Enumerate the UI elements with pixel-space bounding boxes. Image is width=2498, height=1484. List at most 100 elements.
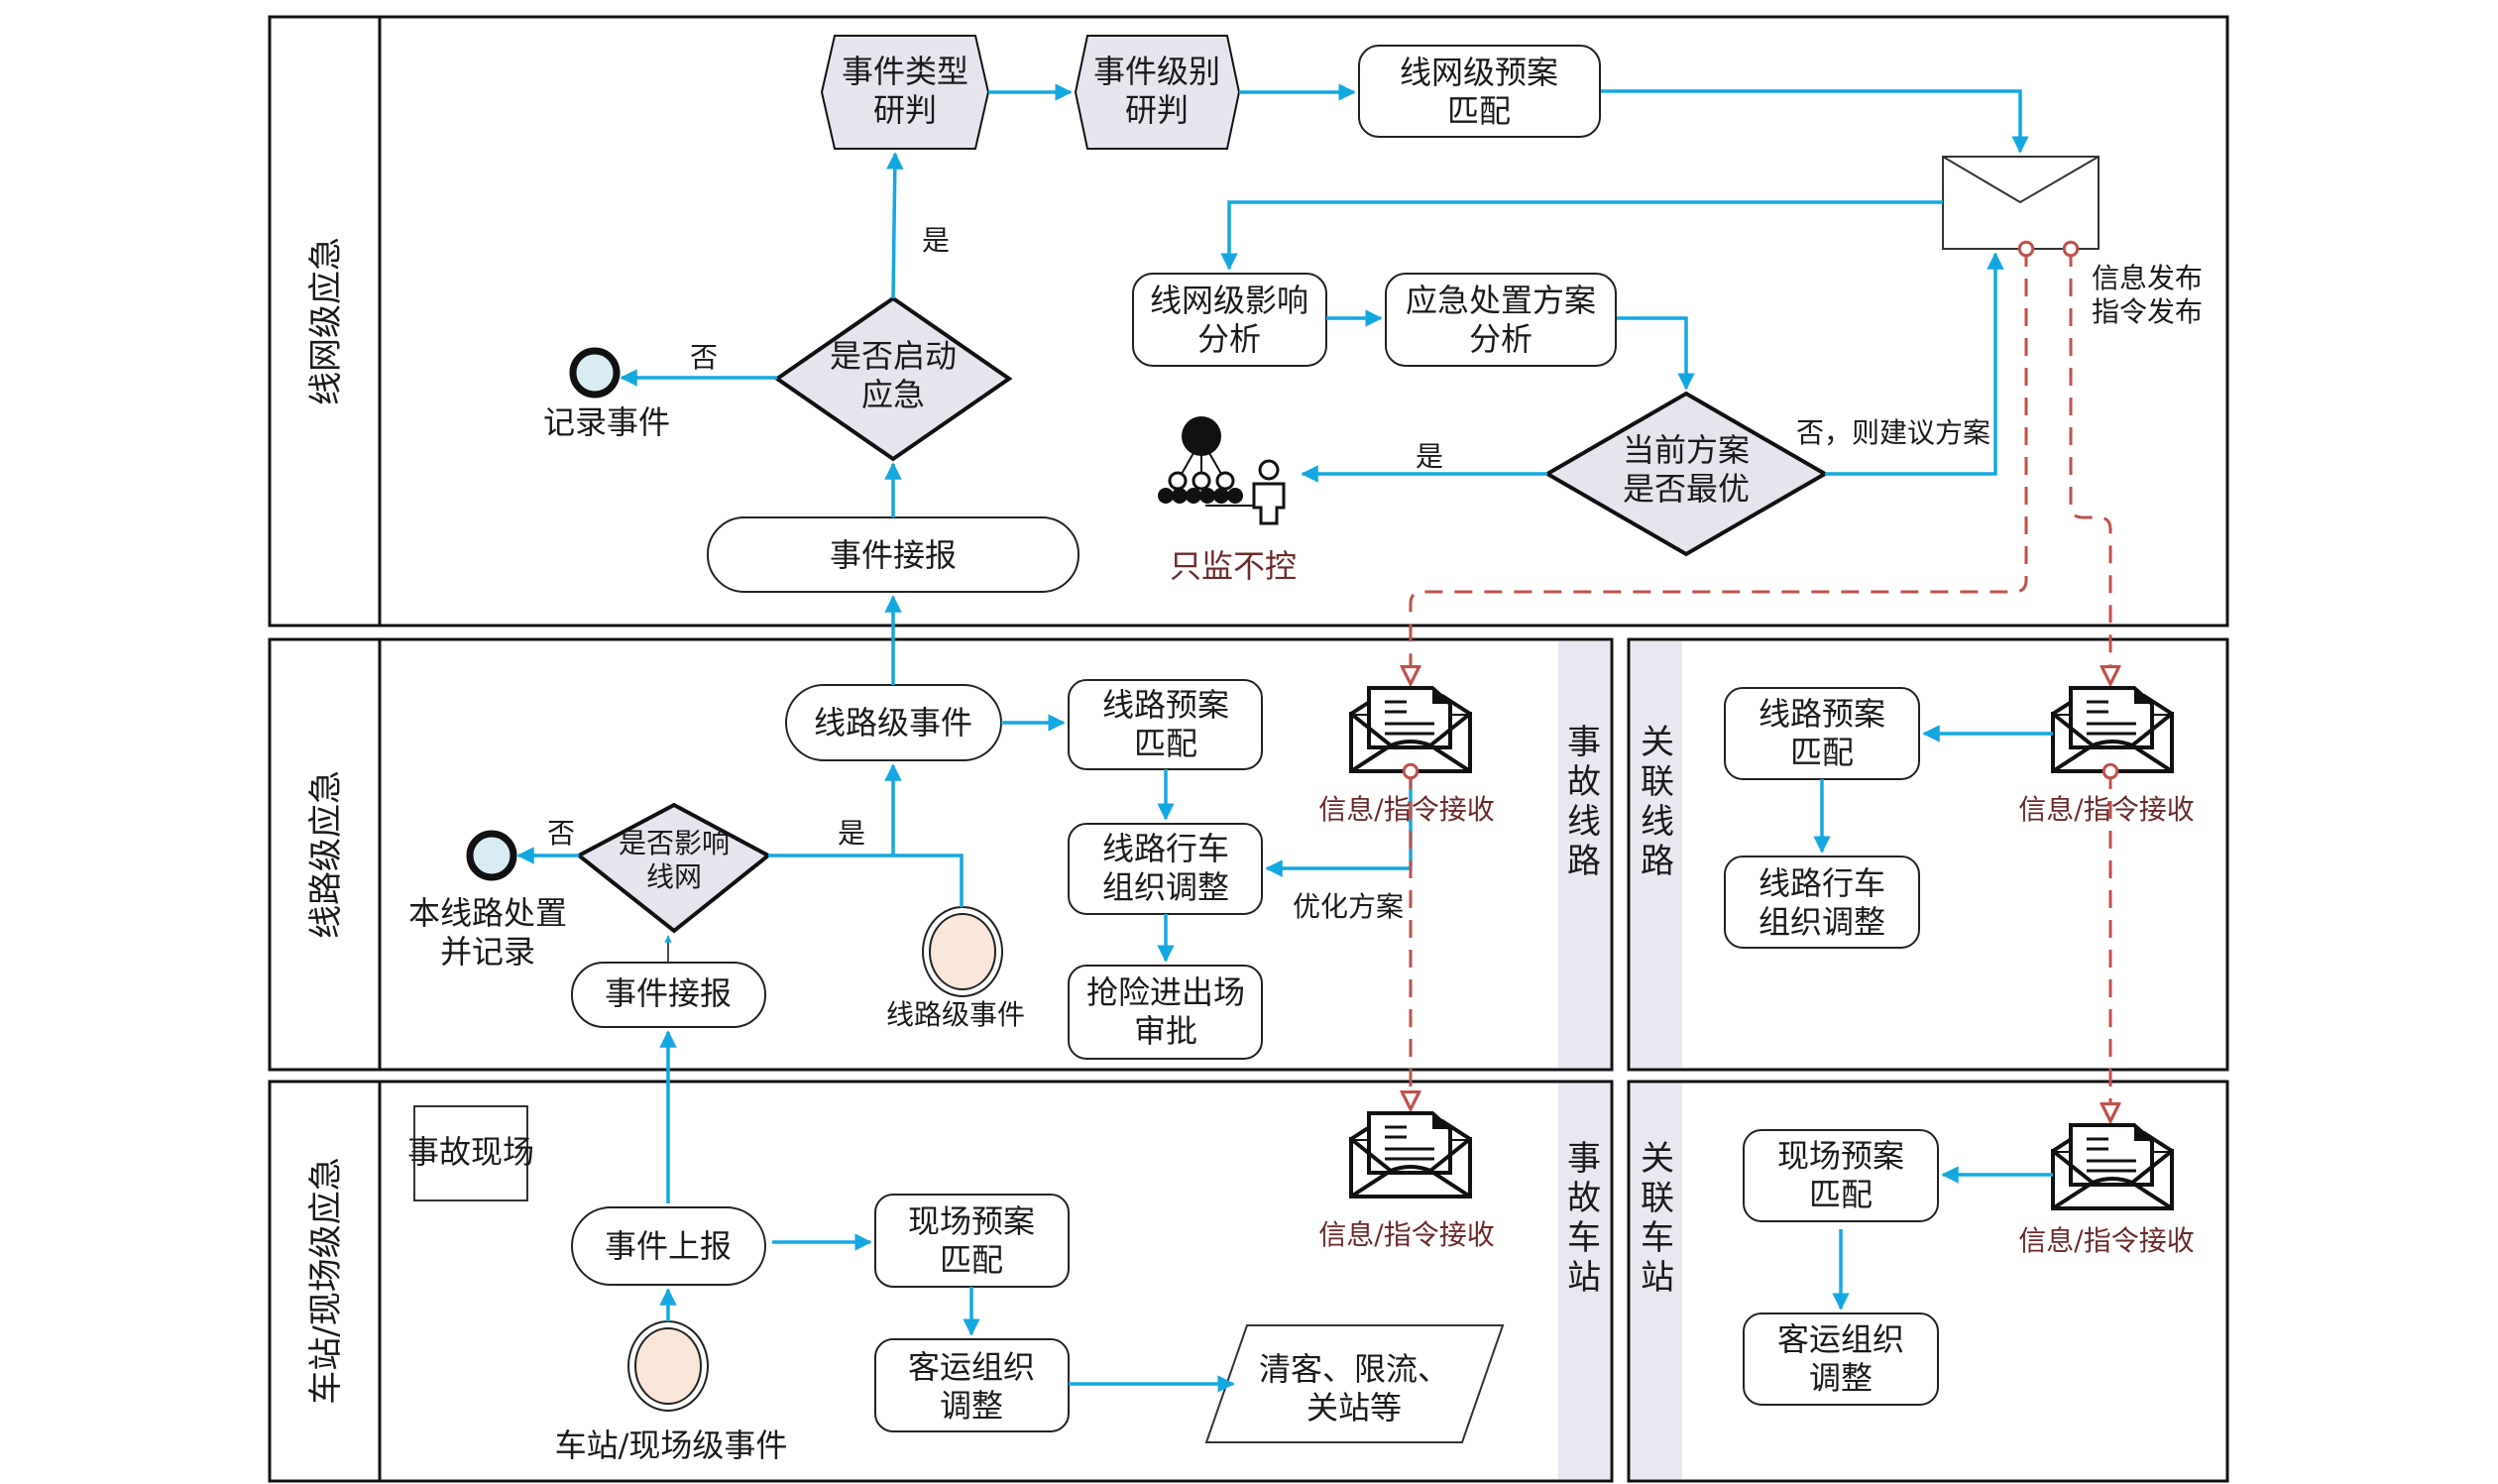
node-station-actions[interactable]: 清客、限流、关站等 [1204, 1324, 1505, 1443]
strip-char: 站 [1641, 1258, 1674, 1298]
label-no-affect: 否 [547, 817, 575, 850]
message-flow-to-related [2071, 249, 2110, 684]
text-line: 是否启动 [830, 337, 957, 375]
node-line-train-adjust[interactable]: 线路行车组织调整 [1068, 823, 1263, 915]
strip-char: 站 [1567, 1258, 1601, 1298]
node-network-impact-analysis[interactable]: 线网级影响分析 [1132, 273, 1327, 367]
node-related-passenger-adjust[interactable]: 客运组织调整 [1743, 1313, 1939, 1406]
node-line-event[interactable]: 线路级事件 [785, 684, 1002, 761]
message-send-envelope-icon [1942, 156, 2100, 250]
text-line: 是否最优 [1623, 470, 1750, 508]
text-line: 客运组织 [1777, 1320, 1904, 1358]
text-line: 客运组织 [908, 1348, 1035, 1386]
text-line: 线路行车 [1102, 830, 1229, 867]
strip-char: 线 [1567, 802, 1601, 842]
node-passenger-adjust[interactable]: 客运组织调整 [874, 1338, 1070, 1432]
decision-start-emergency[interactable]: 是否启动应急 [773, 295, 1013, 462]
svg-text:清客、限流、关站等: 清客、限流、关站等 [1259, 1350, 1449, 1427]
end-local-record[interactable] [466, 830, 517, 881]
text-line: 抢险进出场 [1086, 973, 1245, 1011]
text-line: 清客、限流、 [1259, 1350, 1449, 1388]
text-line: 并记录 [440, 933, 535, 970]
lane-network: 线网级应急 [268, 15, 2229, 628]
node-related-line-train-adjust[interactable]: 线路行车组织调整 [1724, 856, 1920, 949]
label-yes-start: 是 [922, 224, 950, 257]
end-record-event[interactable] [569, 347, 621, 399]
svg-text:当前方案是否最优: 当前方案是否最优 [1623, 431, 1750, 508]
start-station-event[interactable] [627, 1320, 709, 1412]
accident-scene-box: 事故现场 [407, 1105, 534, 1201]
text-line: 应急 [861, 376, 925, 413]
text-line: 研判 [1125, 91, 1189, 129]
strip-char: 线 [1641, 802, 1674, 842]
flow-response-to-decision [1617, 316, 1695, 391]
node-event-level-assessment[interactable]: 事件级别研判 [1074, 35, 1241, 150]
text-line: 组织调整 [1102, 868, 1229, 906]
text-line: 当前方案 [1623, 431, 1750, 469]
node-line-plan-match[interactable]: 线路预案匹配 [1068, 679, 1263, 770]
node-scene-plan-match[interactable]: 现场预案匹配 [874, 1194, 1070, 1288]
receive-envelope-icon-related-station [2051, 1123, 2174, 1210]
strip-char: 车 [1641, 1218, 1674, 1258]
strip-char: 联 [1641, 1179, 1674, 1218]
svg-text:事件接报: 事件接报 [830, 536, 957, 574]
text-line: 审批 [1134, 1012, 1197, 1050]
text-line: 本线路处置 [408, 894, 567, 932]
monitor-only-group-icon [1158, 416, 1286, 525]
node-rescue-approval[interactable]: 抢险进出场审批 [1068, 965, 1263, 1060]
text-line: 匹配 [1447, 92, 1511, 130]
label-no-suggest: 否，则建议方案 [1796, 416, 1990, 449]
svg-text:事故现场: 事故现场 [407, 1133, 534, 1171]
lane-label-network: 线网级应急 [306, 237, 346, 405]
text-line: 应急处置方案 [1406, 282, 1596, 319]
node-event-type-assessment[interactable]: 事件类型研判 [820, 35, 990, 150]
strip-char: 事 [1567, 723, 1601, 762]
node-event-report[interactable]: 事件上报 [571, 1206, 766, 1286]
decision-plan-optimal[interactable]: 当前方案是否最优 [1543, 391, 1829, 557]
node-related-line-plan-match[interactable]: 线路预案匹配 [1724, 687, 1920, 780]
strip-accident-line: 事故线路 [1567, 723, 1601, 881]
text-line: 调整 [1809, 1359, 1873, 1397]
strip-related-line: 关联线路 [1641, 723, 1674, 881]
strip-char: 关 [1641, 723, 1674, 762]
lane-station: 车站/现场级应急 [268, 1080, 2229, 1483]
message-flow-to-accident [1411, 249, 2026, 684]
svg-text:事件接报: 事件接报 [605, 974, 732, 1012]
svg-text:客运组织调整: 客运组织调整 [1777, 1320, 1904, 1397]
text-line: 匹配 [940, 1241, 1003, 1279]
flow-decision-to-line-event [768, 854, 964, 907]
text-line: 匹配 [1134, 725, 1197, 762]
node-related-scene-plan-match[interactable]: 现场预案匹配 [1743, 1129, 1939, 1222]
svg-text:线路行车组织调整: 线路行车组织调整 [1759, 864, 1885, 941]
text-line: 线网级预案 [1400, 54, 1558, 91]
text-line: 线路预案 [1102, 686, 1229, 724]
strip-accident-station: 事故车站 [1567, 1139, 1601, 1298]
label-no-start: 否 [690, 341, 718, 374]
text-line: 组织调整 [1759, 903, 1885, 941]
decision-affect-network[interactable]: 是否影响线网 [575, 802, 772, 934]
start-station-event-label: 车站/现场级事件 [555, 1427, 788, 1464]
node-line-event-receive[interactable]: 事件接报 [571, 962, 766, 1028]
strip-char: 故 [1567, 762, 1601, 802]
text-line: 事件级别 [1093, 53, 1220, 90]
svg-text:线网级预案匹配: 线网级预案匹配 [1400, 54, 1558, 130]
text-line: 线路预案 [1759, 695, 1885, 733]
text-line: 线网级影响 [1150, 282, 1308, 319]
strip-char: 事 [1567, 1139, 1601, 1179]
strip-related-station: 关联车站 [1641, 1139, 1674, 1298]
node-response-plan-analysis[interactable]: 应急处置方案分析 [1385, 273, 1617, 367]
svg-text:线路预案匹配: 线路预案匹配 [1102, 686, 1229, 762]
node-network-plan-match[interactable]: 线网级预案匹配 [1358, 45, 1601, 138]
svg-text:是否影响线网: 是否影响线网 [619, 827, 730, 893]
monitor-only-label: 只监不控 [1170, 547, 1297, 585]
flow-start-to-type [886, 152, 904, 299]
text-line: 线网 [646, 860, 702, 893]
svg-text:客运组织调整: 客运组织调整 [908, 1348, 1035, 1425]
strip-char: 车 [1567, 1218, 1601, 1258]
receive-label-related-station: 信息/指令接收 [2018, 1224, 2194, 1257]
node-network-event-receive[interactable]: 事件接报 [707, 516, 1079, 593]
text-line: 是否影响 [619, 827, 730, 859]
publish-label-2: 指令发布 [2092, 295, 2203, 328]
start-line-event[interactable] [922, 906, 1003, 997]
